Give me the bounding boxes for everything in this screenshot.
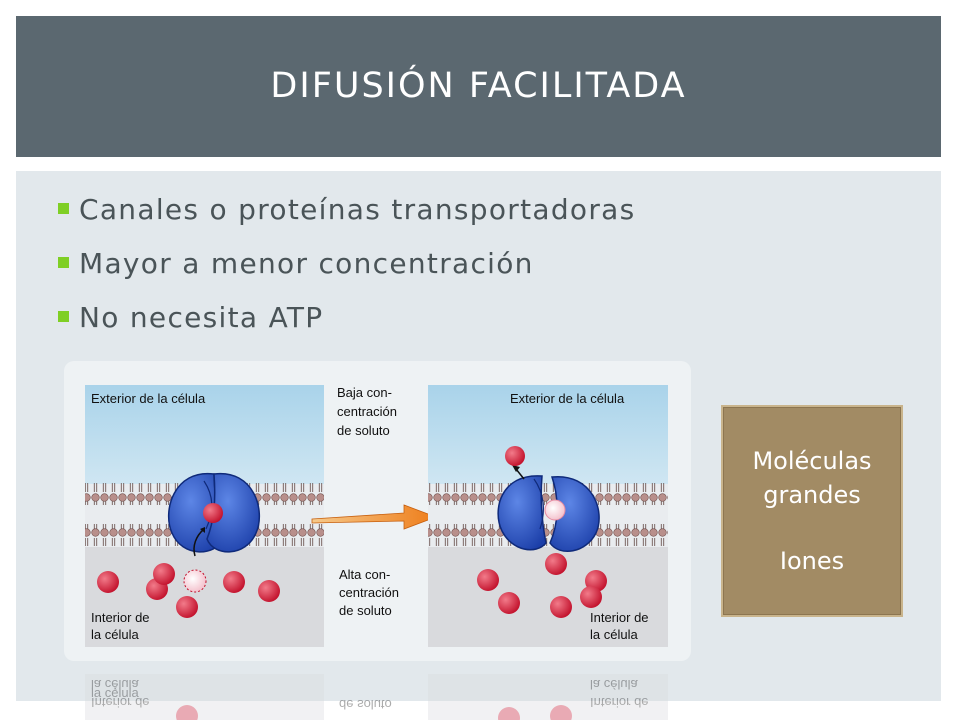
reflection-text: la célula [590,677,638,692]
bullet-text: Mayor a menor concentración [79,247,534,280]
label-low-2: centración [337,404,397,419]
solute-molecule [258,580,280,602]
solute-molecule [176,596,198,618]
reflection-text: de soluto [339,697,392,712]
bullet-square-icon [58,257,69,268]
bullet-text: No necesita ATP [79,301,324,334]
left-cell-panel: Exterior de la célula Interior de la cél… [85,385,324,647]
label-interior-left-2: la célula [91,627,139,642]
bullet-text: Canales o proteínas transportadoras [79,193,636,226]
middle-annotations: Baja con- centración de soluto Alta con-… [311,385,438,618]
solute-molecule [505,446,525,466]
bullet-item: Mayor a menor concentración [58,245,636,299]
slide-title: DIFUSIÓN FACILITADA [270,65,687,106]
label-interior-right-2: la célula [590,627,638,642]
solute-molecule [545,553,567,575]
reflection-text: Interior de [590,695,649,710]
label-low-3: de soluto [337,423,390,438]
carrier-protein-icon [168,473,260,553]
solute-molecule [544,499,566,521]
bullet-item: No necesita ATP [58,299,636,353]
bullet-list: Canales o proteínas transportadoras Mayo… [58,191,636,353]
bullet-item: Canales o proteínas transportadoras [58,191,636,245]
solute-molecule [223,571,245,593]
solute-molecule [183,569,207,593]
label-high-2: centración [339,585,399,600]
reflection-text: Interior de [91,695,150,710]
bullet-square-icon [58,311,69,322]
bullet-square-icon [58,203,69,214]
label-low-1: Baja con- [337,385,392,400]
facilitated-diffusion-diagram: Exterior de la célula Interior de la cél… [85,385,668,647]
label-exterior-right: Exterior de la célula [510,391,625,406]
carrier-protein-icon [497,475,600,552]
side-note-box: Moléculas grandes Iones [721,405,903,617]
solute-molecule [580,586,602,608]
reflection-text: la célula [91,677,139,692]
figure-reflection: la célula la célula Interior de de solut… [85,674,668,720]
label-high-3: de soluto [339,603,392,618]
label-interior-right-1: Interior de [590,610,649,625]
label-high-1: Alta con- [339,567,390,582]
label-interior-left-1: Interior de [91,610,150,625]
solute-molecule [550,596,572,618]
reflection-text: la célula [91,685,139,700]
title-bar: DIFUSIÓN FACILITADA [16,16,941,157]
process-arrow-icon [311,504,438,530]
label-exterior-left: Exterior de la célula [91,391,206,406]
solute-molecule [97,571,119,593]
solute-molecule [203,503,223,523]
solute-molecule [477,569,499,591]
side-note-line: Moléculas [752,447,872,475]
right-cell-panel: Exterior de la célula Interior de la cél… [428,385,668,647]
side-note-line: Iones [779,547,845,575]
side-note-line: grandes [763,481,861,509]
solute-molecule [153,563,175,585]
solute-molecule [498,592,520,614]
